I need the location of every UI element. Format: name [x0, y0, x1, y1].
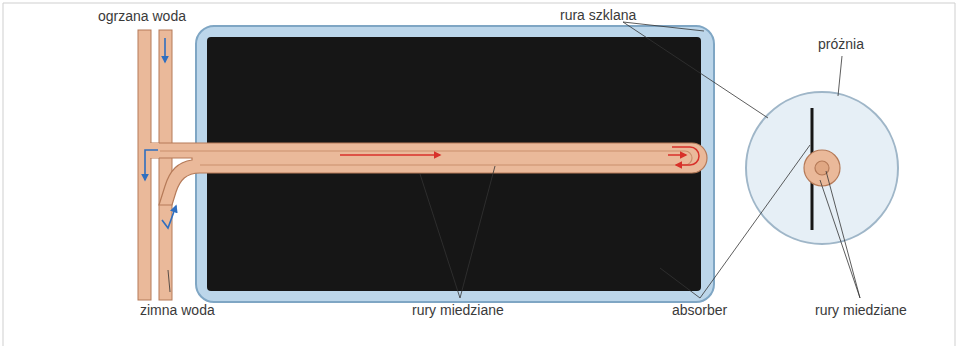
part-label: rury miedziane: [412, 302, 504, 318]
leader-line: [826, 171, 860, 298]
leader-line: [660, 268, 700, 298]
flow-arrow: [340, 154, 440, 156]
leader-line: [420, 174, 460, 298]
cold-flow-arrow: [162, 206, 176, 228]
leader-line: [820, 180, 860, 298]
cold-water-pipe: [159, 30, 172, 300]
leader-line: [460, 166, 495, 298]
cold-flow-arrow: [164, 38, 166, 62]
glass-cross-section: [746, 92, 898, 244]
hot-flow-arrow: [145, 150, 158, 180]
outer-copper-section: [804, 150, 840, 186]
part-label: ogrzana woda: [98, 8, 186, 24]
frame: [3, 3, 955, 346]
inner-copper-tube: [160, 151, 692, 165]
leader-line: [838, 56, 842, 96]
leader-line: [623, 22, 768, 118]
part-label: zimna woda: [140, 302, 215, 318]
part-label: absorber: [672, 302, 727, 318]
leader-line: [168, 270, 170, 292]
copper-u-tube: [151, 143, 707, 205]
part-label: rury miedziane: [815, 302, 907, 318]
leader-line: [700, 145, 810, 298]
part-label: rura szklana: [560, 7, 636, 23]
part-label: próżnia: [818, 36, 864, 52]
flow-arrow: [668, 154, 686, 156]
flow-arrow: [672, 147, 699, 165]
